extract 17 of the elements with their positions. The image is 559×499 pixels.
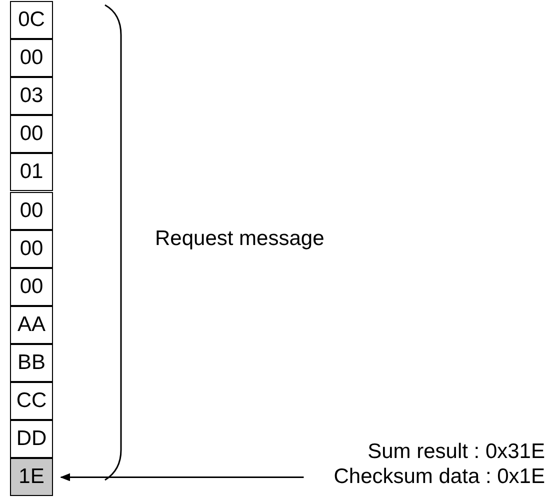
byte-cell: DD: [10, 420, 53, 458]
byte-cell: 00: [10, 192, 53, 230]
checksum-text: Checksum data : 0x1E: [334, 465, 545, 489]
byte-cell: 1E: [10, 458, 53, 496]
group-label: Request message: [155, 227, 324, 251]
byte-cell: CC: [10, 382, 53, 420]
byte-cell: 00: [10, 115, 53, 154]
byte-cell: 03: [10, 77, 53, 116]
byte-cell: AA: [10, 306, 53, 344]
byte-cell: BB: [10, 344, 53, 382]
sum-text: Sum result : 0x31E: [368, 440, 545, 464]
byte-cell: 00: [10, 230, 53, 268]
arrow: [60, 473, 304, 482]
byte-cell: 01: [10, 153, 53, 192]
byte-cell: 00: [10, 268, 53, 306]
byte-cell: 00: [10, 39, 53, 78]
byte-cell: 0C: [10, 1, 53, 39]
